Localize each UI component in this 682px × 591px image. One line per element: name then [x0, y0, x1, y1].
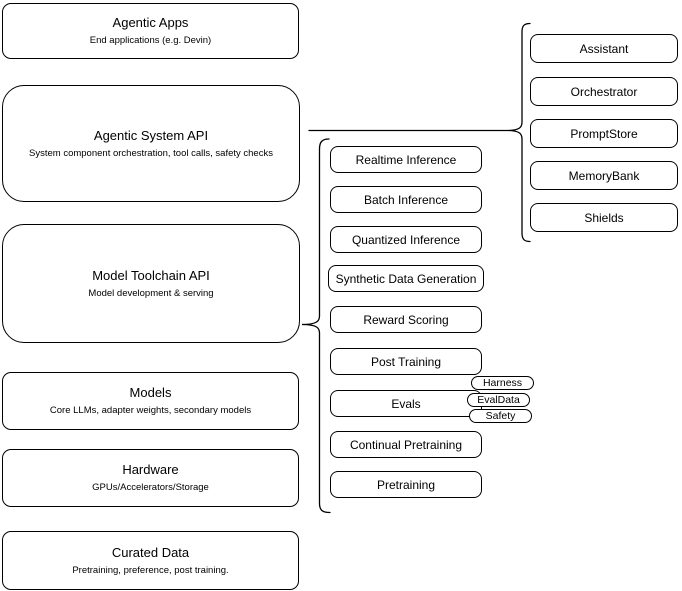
toolchain-brace	[301, 138, 331, 514]
node-orchestrator: Orchestrator	[530, 77, 678, 106]
node-evals: Evals	[330, 390, 482, 417]
node-shields: Shields	[530, 203, 678, 232]
node-models: Models Core LLMs, adapter weights, secon…	[2, 372, 299, 430]
node-title: Hardware	[122, 462, 179, 477]
node-batch-inference: Batch Inference	[330, 186, 482, 213]
node-subtitle: Core LLMs, adapter weights, secondary mo…	[49, 405, 252, 416]
node-assistant: Assistant	[530, 34, 678, 63]
node-memorybank: MemoryBank	[530, 161, 678, 190]
node-agentic-apps: Agentic Apps End applications (e.g. Devi…	[2, 3, 299, 59]
node-pretraining: Pretraining	[330, 471, 482, 498]
node-model-toolchain-api: Model Toolchain API Model development & …	[2, 224, 300, 343]
node-curated-data: Curated Data Pretraining, preference, po…	[2, 531, 299, 590]
tag-safety: Safety	[469, 409, 532, 423]
node-subtitle: Pretraining, preference, post training.	[72, 564, 229, 576]
node-reward-scoring: Reward Scoring	[330, 306, 482, 333]
node-promptstore: PromptStore	[530, 119, 678, 148]
node-post-training: Post Training	[330, 348, 482, 375]
node-realtime-inference: Realtime Inference	[330, 146, 482, 173]
node-title: Agentic Apps	[112, 15, 189, 30]
node-synthetic-data-generation: Synthetic Data Generation	[328, 265, 484, 292]
tag-evaldata: EvalData	[467, 393, 530, 407]
node-subtitle: Model development & serving	[88, 287, 214, 299]
node-title: Agentic System API	[93, 127, 209, 143]
node-subtitle: End applications (e.g. Devin)	[89, 35, 212, 46]
components-brace	[506, 22, 531, 243]
node-hardware: Hardware GPUs/Accelerators/Storage	[2, 449, 299, 507]
node-quantized-inference: Quantized Inference	[330, 226, 482, 253]
node-title: Curated Data	[111, 544, 190, 560]
node-title: Models	[129, 385, 172, 400]
node-title: Model Toolchain API	[92, 267, 210, 283]
tag-harness: Harness	[471, 376, 534, 390]
node-continual-pretraining: Continual Pretraining	[330, 431, 482, 458]
node-subtitle: System component orchestration, tool cal…	[29, 147, 273, 159]
node-subtitle: GPUs/Accelerators/Storage	[92, 482, 209, 493]
node-agentic-system-api: Agentic System API System component orch…	[2, 85, 300, 202]
